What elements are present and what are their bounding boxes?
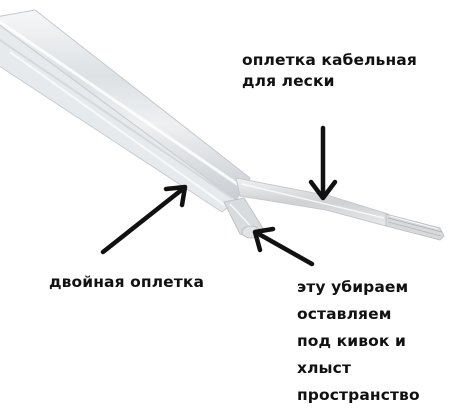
remove-instruction-label: эту убираем оставляем под кивок и хлыст … xyxy=(297,278,420,404)
upper-strand xyxy=(235,177,445,241)
double-braid-label: двойная оплетка xyxy=(49,273,205,291)
cable-braid-label: оплетка кабельная для лески xyxy=(242,51,417,90)
cable-double-sheath xyxy=(0,9,251,213)
arrow-up-left-icon xyxy=(252,226,315,267)
arrow-up-right-icon xyxy=(100,184,188,255)
arrow-down-icon xyxy=(308,125,338,201)
